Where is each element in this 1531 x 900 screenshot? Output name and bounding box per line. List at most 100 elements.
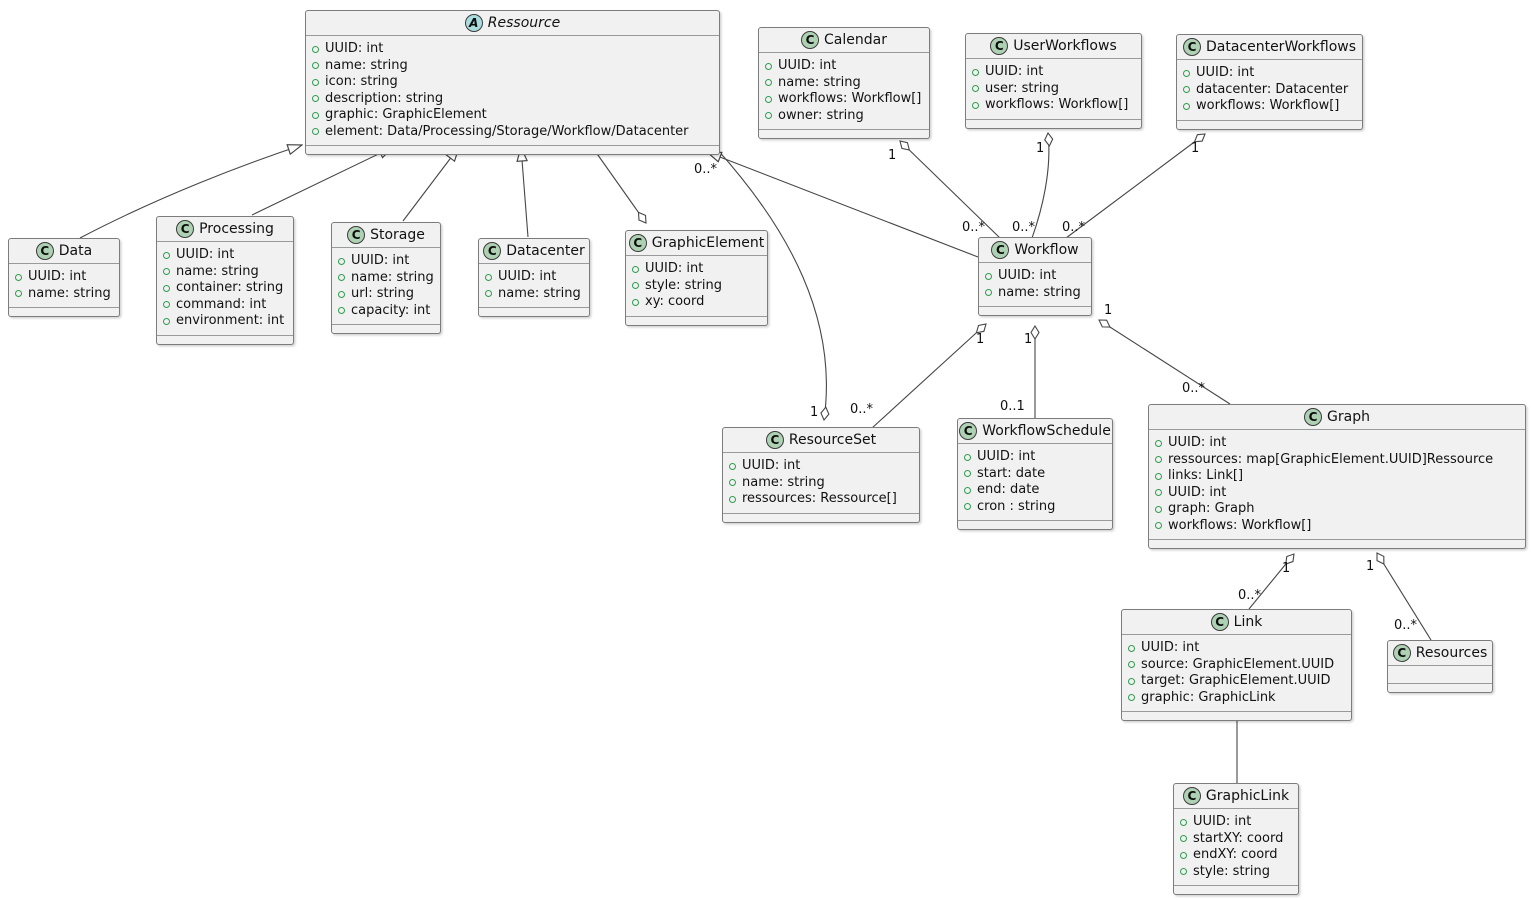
field-visibility-icon (1180, 868, 1187, 876)
class-name: Data (58, 243, 93, 259)
class-icon: C (176, 220, 195, 238)
field-visibility-icon (163, 284, 170, 292)
attribute-text: UUID: int (498, 269, 557, 284)
field-visibility-icon (1128, 661, 1135, 669)
attribute-text: name: string (176, 263, 259, 279)
attribute-row: graphic: GraphicElement (312, 107, 713, 124)
attribute-text: url: string (351, 286, 415, 301)
attribute-text: UUID: int (1141, 640, 1200, 655)
class-name: Resources (1415, 645, 1488, 661)
attribute-text: graph: Graph (1168, 501, 1255, 516)
methods-compartment (157, 336, 293, 344)
attribute-row: container: string (163, 280, 287, 297)
attribute-text: UUID: int (977, 449, 1036, 464)
attribute-row: graphic: GraphicLink (1128, 690, 1345, 707)
attribute-text: name: string (742, 474, 825, 490)
methods-compartment (1388, 684, 1492, 692)
methods-compartment (966, 120, 1141, 128)
field-visibility-icon (964, 503, 971, 511)
multiplicity-label: 1 (976, 332, 984, 347)
attribute-row: capacity: int (338, 303, 434, 320)
attribute-row: user: string (972, 81, 1135, 98)
attribute-text: name: string (778, 74, 861, 90)
attribute-row: start: date (964, 466, 1106, 483)
class-icon: C (801, 31, 820, 49)
edge-userworkflows-workflow (1031, 133, 1049, 239)
class-name: DatacenterWorkflows (1205, 39, 1357, 55)
methods-compartment (958, 521, 1112, 529)
multiplicity-label: 0..* (694, 162, 718, 177)
attribute-text: target: GraphicElement.UUID (1141, 673, 1331, 688)
field-visibility-icon (765, 79, 772, 87)
attribute-row: UUID: int (15, 269, 113, 286)
class-name: GraphicLink (1205, 788, 1290, 804)
abstract-class-icon: A (464, 14, 483, 32)
field-visibility-icon (1155, 472, 1162, 480)
attribute-text: workflows: Workflow[] (985, 97, 1129, 112)
methods-compartment (759, 130, 929, 138)
attribute-text: UUID: int (1193, 814, 1252, 829)
attribute-text: xy: coord (645, 294, 705, 309)
class-name: Workflow (1014, 242, 1079, 258)
class-icon: C (1182, 38, 1201, 56)
class-icon: C (991, 241, 1010, 259)
attributes-compartment (1388, 666, 1492, 684)
multiplicity-label: 0..* (1182, 381, 1206, 396)
multiplicity-label: 1 (1191, 141, 1199, 156)
field-visibility-icon (15, 290, 22, 298)
field-visibility-icon (1155, 505, 1162, 513)
field-visibility-icon (163, 317, 170, 325)
multiplicity-label: 0..* (1394, 618, 1418, 633)
attribute-text: style: string (1193, 863, 1271, 879)
attribute-text: name: string (325, 57, 408, 73)
attribute-text: UUID: int (778, 58, 837, 73)
attribute-text: container: string (176, 280, 284, 295)
class-icon: C (628, 234, 647, 252)
class-name: Datacenter (506, 243, 585, 259)
field-visibility-icon (163, 301, 170, 309)
methods-compartment (1174, 886, 1298, 894)
class-icon: C (990, 37, 1009, 55)
field-visibility-icon (312, 45, 319, 53)
field-visibility-icon (765, 62, 772, 70)
attribute-text: name: string (28, 285, 111, 301)
attribute-row: source: GraphicElement.UUID (1128, 657, 1345, 674)
attribute-row: workflows: Workflow[] (972, 97, 1135, 114)
field-visibility-icon (964, 486, 971, 494)
attribute-row: owner: string (765, 108, 923, 125)
attribute-text: graphic: GraphicElement (325, 107, 487, 122)
field-visibility-icon (1155, 439, 1162, 447)
field-visibility-icon (338, 274, 345, 282)
attribute-row: UUID: int (632, 261, 761, 278)
attribute-row: environment: int (163, 313, 287, 330)
class-name: Ressource (487, 15, 561, 31)
attribute-row: UUID: int (485, 269, 583, 286)
attribute-row: UUID: int (1183, 65, 1356, 82)
attribute-text: capacity: int (351, 302, 431, 318)
field-visibility-icon (1180, 851, 1187, 859)
attribute-row: UUID: int (1128, 640, 1345, 657)
field-visibility-icon (972, 101, 979, 109)
attribute-text: workflows: Workflow[] (778, 91, 922, 106)
